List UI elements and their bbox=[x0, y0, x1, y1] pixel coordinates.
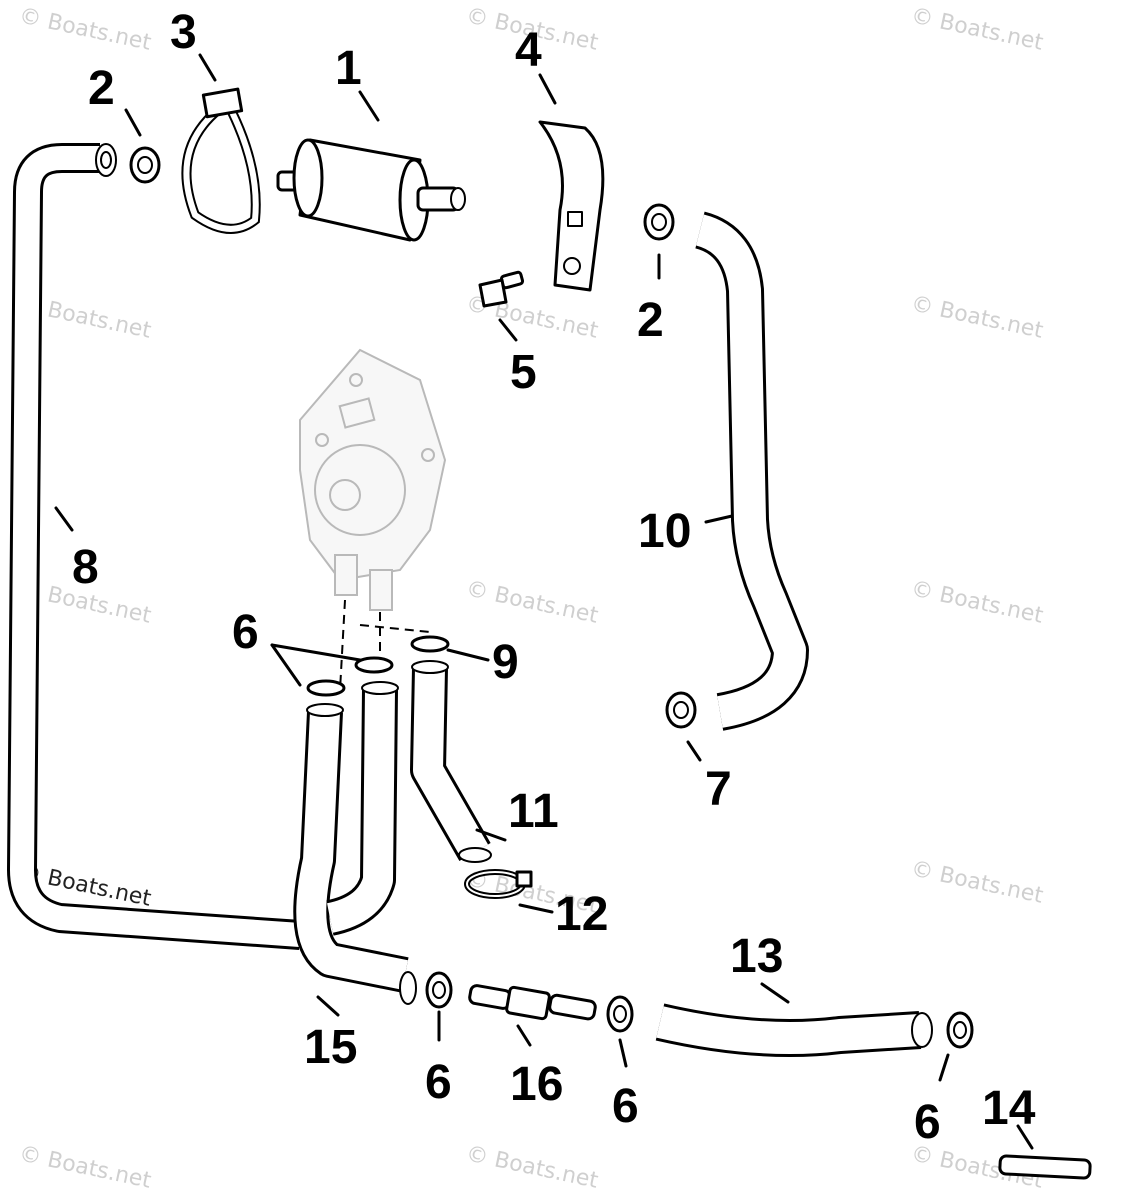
clamp-7 bbox=[665, 691, 697, 729]
watermark: © Boats.net bbox=[464, 1141, 601, 1188]
bolt-5 bbox=[478, 270, 525, 308]
hose-11 bbox=[410, 660, 492, 863]
watermark: © Boats.net bbox=[464, 576, 601, 628]
clamp-2b bbox=[643, 203, 675, 241]
clamp-6-bottom-a bbox=[425, 971, 453, 1009]
clamp-2a bbox=[129, 146, 161, 184]
watermark: © Boats.net bbox=[17, 1141, 154, 1188]
callout-1: 1 bbox=[335, 42, 362, 95]
callout-3: 3 bbox=[170, 6, 197, 59]
clamp-6-upper bbox=[306, 656, 394, 697]
watermark: © Boats.net bbox=[909, 291, 1046, 343]
dashed-line bbox=[339, 599, 346, 691]
watermark: © Boats.net bbox=[17, 3, 154, 55]
callout-12: 12 bbox=[555, 888, 608, 941]
leader-lines bbox=[54, 53, 1034, 1150]
callout-2b: 2 bbox=[637, 294, 664, 347]
callout-numbers: 1 2 3 4 2 5 8 10 6 9 7 11 12 13 15 6 16 … bbox=[72, 6, 1036, 1149]
callout-2a: 2 bbox=[88, 62, 115, 115]
watermark: © Boats.net bbox=[909, 856, 1046, 908]
callout-7: 7 bbox=[705, 763, 732, 816]
callout-8: 8 bbox=[72, 541, 99, 594]
fitting-14 bbox=[998, 1154, 1092, 1180]
fuel-filter bbox=[276, 138, 466, 242]
callout-16: 16 bbox=[510, 1058, 563, 1111]
strap-clamp-3 bbox=[181, 87, 261, 234]
callout-6a: 6 bbox=[232, 606, 259, 659]
callout-14: 14 bbox=[982, 1082, 1036, 1135]
clamp-12 bbox=[464, 869, 533, 899]
connector-16 bbox=[468, 984, 597, 1021]
callout-5: 5 bbox=[510, 346, 537, 399]
callout-15: 15 bbox=[304, 1021, 357, 1074]
watermark: © Boats.net bbox=[909, 3, 1046, 55]
callout-6c: 6 bbox=[612, 1080, 639, 1133]
hose-15 bbox=[293, 681, 417, 1005]
callout-11: 11 bbox=[508, 785, 559, 838]
watermark: © Boats.net bbox=[909, 576, 1046, 628]
clamp-9 bbox=[410, 635, 450, 653]
hose-8 bbox=[7, 143, 302, 950]
dashed-line bbox=[359, 624, 431, 633]
hose-13 bbox=[655, 1003, 933, 1058]
callout-6b: 6 bbox=[425, 1056, 452, 1109]
fuel-pump bbox=[299, 348, 447, 611]
callout-6d: 6 bbox=[914, 1096, 941, 1149]
callout-9: 9 bbox=[492, 636, 519, 689]
bracket-4 bbox=[538, 120, 605, 292]
hose-10 bbox=[694, 211, 809, 731]
callout-4: 4 bbox=[515, 24, 542, 77]
callout-13: 13 bbox=[730, 930, 783, 983]
clamp-6-bottom-c bbox=[946, 1011, 974, 1049]
callout-10: 10 bbox=[638, 505, 691, 558]
clamp-6-bottom-b bbox=[606, 995, 634, 1033]
